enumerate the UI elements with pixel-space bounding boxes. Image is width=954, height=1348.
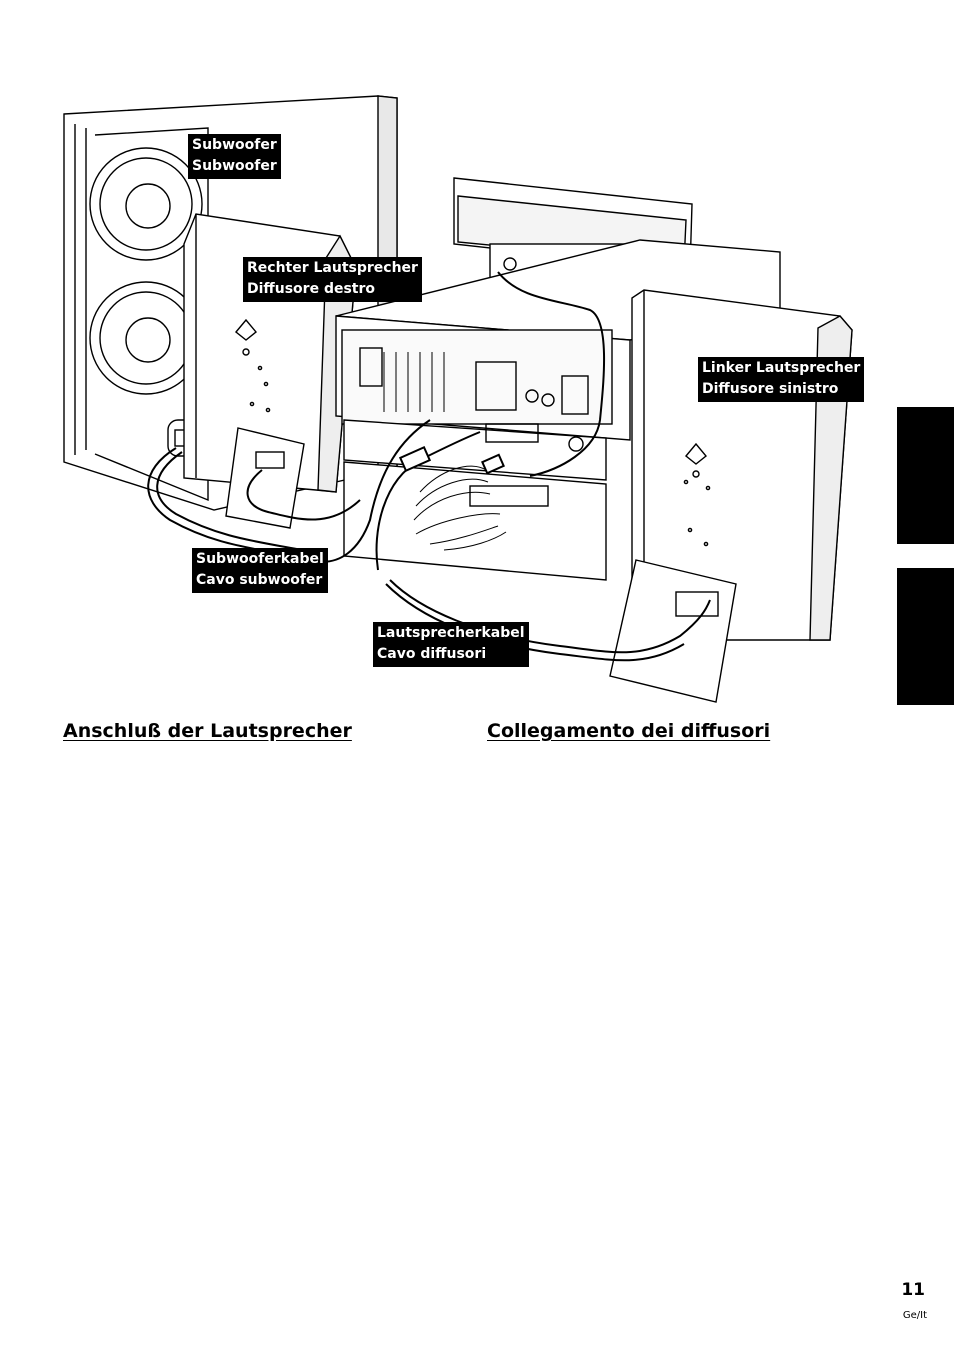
callout-left-speaker: Linker Lautsprecher Diffusore sinistro — [698, 357, 865, 402]
amplifier-stack-drawing — [335, 239, 781, 581]
callout-subwoofer: Subwoofer Subwoofer — [188, 134, 281, 179]
heading-german: Anschluß der Lautsprecher — [63, 720, 352, 742]
callout-subwoofer-line2: Subwoofer — [192, 158, 277, 174]
side-tab-lower — [897, 568, 954, 705]
callout-left-speaker-line2: Diffusore sinistro — [702, 381, 839, 397]
ribbon-cable-drawing — [413, 465, 507, 551]
callout-subwoofer-cable-line1: Subwooferkabel — [196, 551, 324, 567]
callout-right-speaker-line1: Rechter Lautsprecher — [247, 260, 418, 276]
callout-subwoofer-cable-line2: Cavo subwoofer — [196, 572, 323, 588]
side-tab-upper — [897, 407, 954, 544]
callout-speaker-cable-line2: Cavo diffusori — [377, 646, 487, 662]
language-code: Ge/It — [902, 1310, 927, 1321]
page-number: 11 — [901, 1280, 925, 1300]
callout-speaker-cable-line1: Lautsprecherkabel — [377, 625, 525, 641]
left-speaker-drawing — [609, 289, 853, 703]
callout-subwoofer-line1: Subwoofer — [192, 137, 277, 153]
callout-right-speaker: Rechter Lautsprecher Diffusore destro — [243, 257, 422, 302]
callout-right-speaker-line2: Diffusore destro — [247, 281, 376, 297]
callout-subwoofer-cable: Subwooferkabel Cavo subwoofer — [192, 548, 328, 593]
callout-left-speaker-line1: Linker Lautsprecher — [702, 360, 861, 376]
heading-italian: Collegamento dei diffusori — [487, 720, 771, 742]
cables-drawing — [147, 271, 711, 662]
callout-speaker-cable: Lautsprecherkabel Cavo diffusori — [373, 622, 529, 667]
